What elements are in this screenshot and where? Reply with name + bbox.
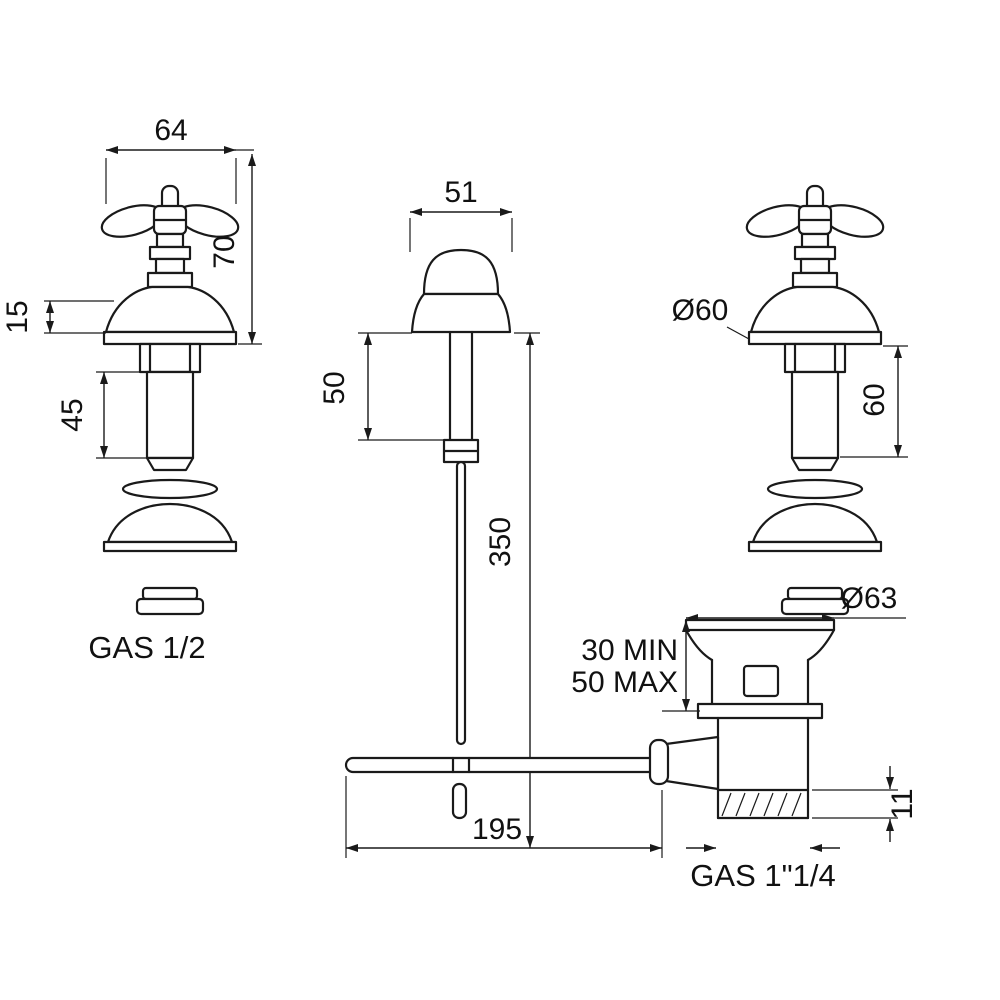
dia-60-label: Ø60 — [672, 294, 729, 327]
waste-body-band — [696, 702, 824, 720]
dim-64-label: 64 — [154, 114, 187, 147]
drain-assembly-drawing: Ø63 30 MIN 50 MAX — [571, 582, 919, 893]
waste-plug-slot — [742, 664, 780, 698]
dim-11-label: 11 — [886, 788, 919, 819]
dim-64: 64 — [105, 114, 254, 204]
dim-50max-label: 50 MAX — [571, 666, 678, 699]
dim-45: 45 — [56, 371, 146, 459]
waste-flange-rim — [684, 618, 836, 632]
popup-knob-skirt — [410, 292, 512, 334]
popup-knob-dome — [422, 248, 500, 296]
dim-51-label: 51 — [444, 176, 477, 209]
left-valve-drawing: 64 70 15 45 GAS 1/2 — [1, 114, 262, 665]
popup-lever — [344, 756, 662, 774]
thread-gas-half-label: GAS 1/2 — [88, 630, 205, 665]
dim-15: 15 — [1, 300, 114, 334]
thread-hatch — [721, 792, 802, 817]
dim-15-label: 15 — [1, 300, 34, 333]
dim-30min-50max: 30 MIN 50 MAX — [571, 620, 700, 712]
popup-rod — [455, 460, 467, 746]
dim-350-label: 350 — [484, 517, 517, 567]
dia-60: Ø60 — [672, 294, 750, 340]
dim-50: 50 — [318, 332, 444, 441]
dia-63: Ø63 — [686, 582, 906, 622]
right-valve-drawing: Ø60 60 — [672, 184, 908, 616]
lever-pivot-pin — [451, 782, 468, 820]
thread-gas-114: GAS 1"1/4 — [686, 844, 840, 893]
dim-50-label: 50 — [318, 371, 351, 404]
thread-gas-114-label: GAS 1"1/4 — [690, 858, 835, 893]
dim-60-label: 60 — [858, 383, 891, 416]
center-popup-rod-drawing: 51 50 350 195 — [318, 176, 663, 858]
dim-195-label: 195 — [472, 813, 522, 846]
dim-30min-label: 30 MIN — [581, 634, 678, 667]
dim-51: 51 — [409, 176, 513, 252]
dim-70-label: 70 — [208, 235, 241, 268]
dia-63-label: Ø63 — [841, 582, 898, 615]
dim-195: 195 — [345, 776, 663, 858]
lever-joint — [664, 735, 720, 791]
dim-11: 11 — [812, 766, 919, 842]
dim-45-label: 45 — [56, 398, 89, 431]
lever-ball-nut — [648, 738, 670, 786]
dim-70: 70 — [208, 154, 262, 345]
dim-60: 60 — [840, 345, 908, 458]
